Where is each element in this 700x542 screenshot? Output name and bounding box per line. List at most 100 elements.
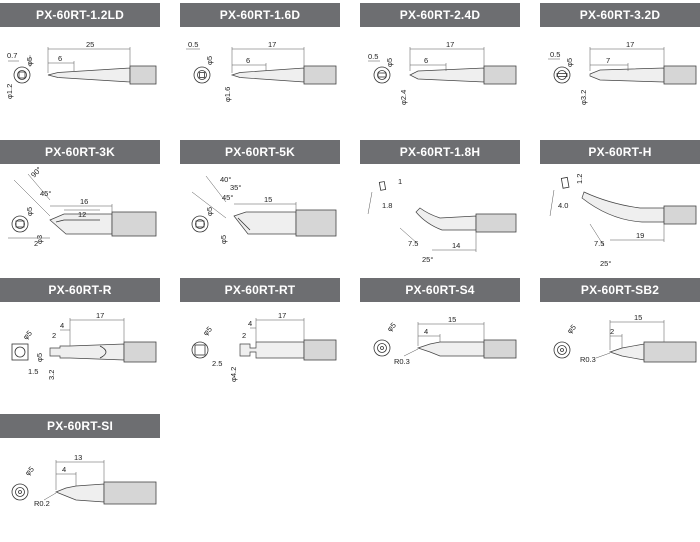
tip-title: PX-60RT-S4: [360, 278, 520, 302]
dim-face: 0.5: [188, 40, 198, 49]
tip-drawing-2-4d: 0.5 φ5 φ2.4 17 6: [368, 40, 517, 105]
dim-a: 4: [248, 319, 252, 328]
dim-len: 15: [264, 195, 272, 204]
tip-card-si: PX-60RT-SI φ5 13 4 R0.2: [0, 414, 160, 542]
dim-angle: 25°: [600, 259, 611, 268]
dim-a: 2: [610, 327, 614, 336]
tip-drawing-r: φ5 φ5 17 4 2 1.5 3.2: [11, 311, 157, 380]
dim-r: R0.2: [34, 499, 50, 508]
dim-dia: φ5: [565, 323, 578, 336]
dim-dia: φ5: [25, 207, 34, 216]
dim-tipw: 1: [398, 177, 402, 186]
tip-card-3-2d: PX-60RT-3.2D 0.5 φ5 φ3.2 17 7: [540, 3, 700, 131]
tip-card-h: PX-60RT-H 1.2 4.0 7.5 25° 19: [540, 140, 700, 268]
dim-shoulder: 6: [246, 56, 250, 65]
dim-dia: φ5: [205, 207, 214, 216]
tip-card-1-2ld: PX-60RT-1.2LD 0.7 φ5 φ1.2 25 6: [0, 3, 160, 131]
dim-len: 17: [268, 40, 276, 49]
dim-tip: 4.0: [558, 201, 568, 210]
dim-shoulder: 6: [58, 54, 62, 63]
dim-width: φ3: [35, 235, 44, 244]
tip-drawing-1-6d: 0.5 φ5 φ1.6 17 6: [186, 40, 337, 102]
dim-shoulder: 6: [424, 56, 428, 65]
dim-len: 15: [448, 315, 456, 324]
tip-title: PX-60RT-5K: [180, 140, 340, 164]
tip-card-rt: PX-60RT-RT φ5 17 4 2 2.5 φ4.2: [180, 278, 340, 406]
tip-title: PX-60RT-SB2: [540, 278, 700, 302]
tip-title: PX-60RT-1.2LD: [0, 3, 160, 27]
tip-title: PX-60RT-1.8H: [360, 140, 520, 164]
tip-drawing-h: 1.2 4.0 7.5 25° 19: [549, 174, 697, 268]
dim-angle: 90°: [29, 165, 43, 179]
dim-angle: 40°: [220, 175, 231, 184]
tip-title: PX-60RT-3K: [0, 140, 160, 164]
tip-drawing-s4: φ5 15 4 R0.3: [373, 315, 517, 366]
dim-d: 1.5: [28, 367, 38, 376]
dim-dia: φ5: [205, 56, 214, 65]
dim-c: 2.5: [212, 359, 222, 368]
tip-title: PX-60RT-SI: [0, 414, 160, 438]
dim-len: 16: [80, 197, 88, 206]
dim-dia: φ5: [21, 329, 34, 342]
dim-len: 17: [446, 40, 454, 49]
tip-drawing-3k: 90° 45° φ5 φ3 16 12 2: [8, 165, 157, 248]
dim-face: 0.7: [7, 51, 17, 60]
dim-face: 0.5: [550, 50, 560, 59]
dim-width: φ2.4: [399, 90, 408, 105]
dim-bevel: 45°: [222, 193, 233, 202]
dim-a: 4: [424, 327, 428, 336]
dim-tipw: 1.2: [575, 174, 584, 184]
tip-drawing-si: φ5 13 4 R0.2: [11, 453, 157, 508]
dim-tip: 1.8: [382, 201, 392, 210]
dim-e: 3.2: [47, 370, 56, 380]
tip-title: PX-60RT-2.4D: [360, 3, 520, 27]
tip-card-r: PX-60RT-R φ5 φ5 17 4 2 1.5 3.2: [0, 278, 160, 406]
dim-dia: φ5: [385, 58, 394, 67]
tip-drawing-1-8h: 1 1.8 7.5 25° 14: [367, 177, 517, 264]
dim-a: 4: [60, 321, 64, 330]
tip-card-s4: PX-60RT-S4 φ5 15 4 R0.3: [360, 278, 520, 406]
dim-d: φ4.2: [229, 367, 238, 382]
dim-b: 2: [52, 331, 56, 340]
dim-width: φ3.2: [579, 90, 588, 105]
dim-r: R0.3: [394, 357, 410, 366]
dim-thick: 2: [34, 239, 38, 248]
tip-card-1-6d: PX-60RT-1.6D 0.5 φ5 φ1.6 17 6: [180, 3, 340, 131]
dim-len: 14: [452, 241, 460, 250]
dim-len: 17: [278, 311, 286, 320]
tip-card-1-8h: PX-60RT-1.8H 1 1.8 7.5 25° 14: [360, 140, 520, 268]
dim-dia: φ5: [25, 57, 34, 66]
dim-bend: 7.5: [408, 239, 418, 248]
dim-a: 4: [62, 465, 66, 474]
dim-len: 17: [96, 311, 104, 320]
dim-len: 19: [636, 231, 644, 240]
tip-title: PX-60RT-H: [540, 140, 700, 164]
tip-drawing-3-2d: 0.5 φ5 φ3.2 17 7: [548, 40, 697, 105]
dim-len: 17: [626, 40, 634, 49]
dim-bevel: 45°: [40, 189, 51, 198]
tip-drawing-rt: φ5 17 4 2 2.5 φ4.2: [191, 311, 337, 382]
dim-r: R0.3: [580, 355, 596, 364]
dim-b: 2: [242, 331, 246, 340]
tip-title: PX-60RT-R: [0, 278, 160, 302]
tip-title: PX-60RT-1.6D: [180, 3, 340, 27]
dim-width: φ1.6: [223, 87, 232, 102]
dim-dia: φ5: [565, 58, 574, 67]
dim-c: φ5: [35, 353, 44, 362]
dim-len: 13: [74, 453, 82, 462]
tip-title: PX-60RT-3.2D: [540, 3, 700, 27]
dim-face: 0.5: [368, 52, 378, 61]
tip-title: PX-60RT-RT: [180, 278, 340, 302]
tip-card-sb2: PX-60RT-SB2 φ5 15 2 R0.3: [540, 278, 700, 406]
dim-angle2: 35°: [230, 183, 241, 192]
dim-dia: φ5: [385, 321, 398, 334]
tip-drawing-1-2ld: 0.7 φ5 φ1.2 25 6: [5, 40, 157, 99]
tip-card-5k: PX-60RT-5K 40° 35° 45° φ5 φ5 15: [180, 140, 340, 268]
dim-bend: 7.5: [594, 239, 604, 248]
dim-len: 25: [86, 40, 94, 49]
tip-drawing-sb2: φ5 15 2 R0.3: [553, 313, 697, 364]
dim-len: 15: [634, 313, 642, 322]
dim-blade: 12: [78, 210, 86, 219]
dim-angle: 25°: [422, 255, 433, 264]
dim-dia: φ5: [23, 465, 36, 478]
